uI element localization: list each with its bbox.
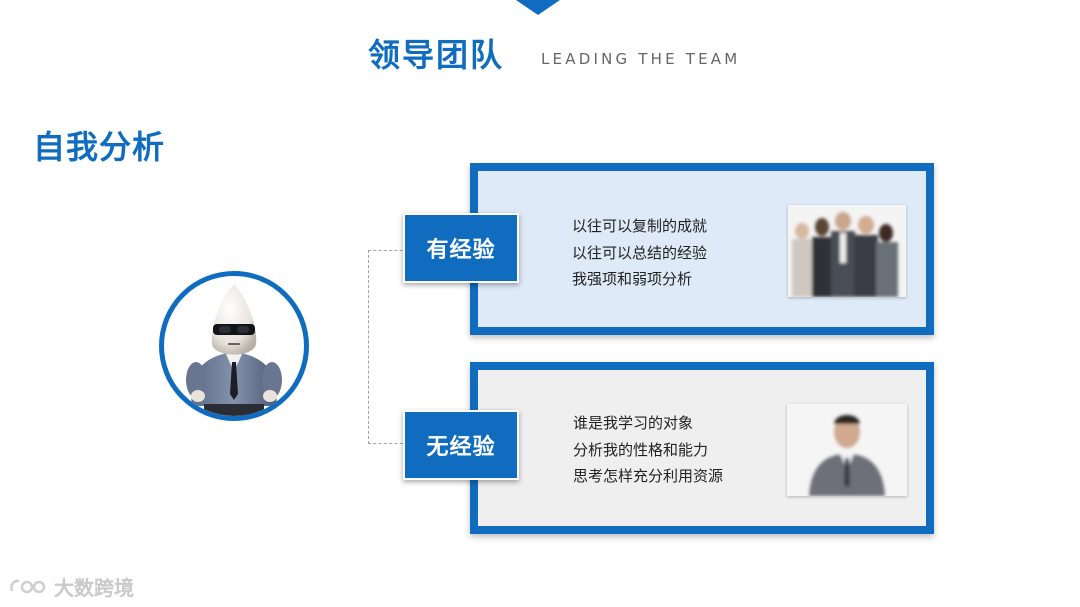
experienced-points: 以往可以复制的成就 以往可以总结的经验 我强项和弱项分析	[572, 213, 707, 293]
section-title: 自我分析	[33, 128, 166, 166]
person-photo	[787, 404, 907, 496]
list-item: 分析我的性格和能力	[573, 440, 709, 459]
logo-icon	[10, 579, 46, 593]
list-item: 思考怎样充分利用资源	[573, 467, 724, 485]
watermark-text: 大数跨境	[54, 576, 134, 600]
top-notch-decoration	[516, 0, 560, 15]
avatar	[159, 271, 309, 421]
inexperienced-tag: 无经验	[403, 410, 519, 480]
bodyguard-figure-image	[186, 284, 282, 416]
watermark: 大数跨境	[8, 572, 134, 601]
list-item: 我强项和弱项分析	[572, 270, 693, 288]
inexperienced-points: 谁是我学习的对象 分析我的性格和能力 思考怎样充分利用资源	[573, 410, 723, 490]
list-item: 以往可以复制的成就	[572, 217, 708, 235]
experienced-tag: 有经验	[403, 213, 519, 283]
experience-panel	[470, 163, 934, 335]
page-title: 领导团队	[368, 36, 505, 74]
list-item: 谁是我学习的对象	[573, 414, 694, 432]
team-photo	[788, 205, 906, 297]
list-item: 以往可以总结的经验	[572, 243, 708, 262]
page-subtitle: LEADING THE TEAM	[541, 50, 741, 68]
dashed-connector	[368, 250, 408, 444]
